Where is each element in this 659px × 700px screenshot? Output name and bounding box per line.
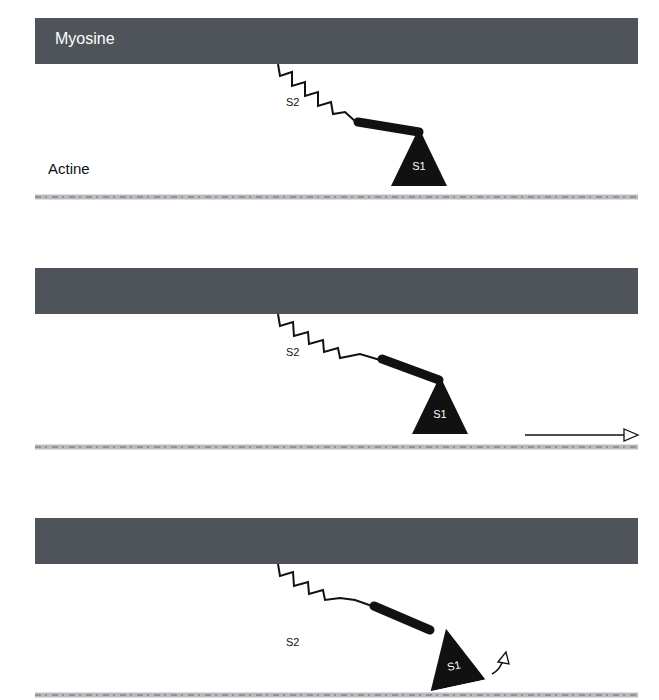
s1-triangle-shape bbox=[419, 623, 486, 691]
subfragment-label: S2 bbox=[286, 636, 299, 648]
lever-arm bbox=[374, 606, 430, 630]
s2-spring bbox=[278, 564, 372, 606]
actin-filament bbox=[35, 197, 638, 198]
actin-filament bbox=[35, 447, 638, 448]
s1-head: S1 bbox=[412, 376, 468, 434]
s1-head: S1 bbox=[419, 623, 486, 691]
subfragment-label: S2 bbox=[286, 96, 299, 108]
s1-head: S1 bbox=[391, 128, 447, 186]
motion-arrow bbox=[525, 429, 638, 441]
filament-name: Actine bbox=[48, 160, 90, 177]
s1-triangle-shape bbox=[391, 128, 447, 186]
subfragment-label: S1 bbox=[412, 408, 468, 420]
myosin-bar: Myosine bbox=[35, 18, 638, 64]
myosin-bar bbox=[35, 268, 638, 314]
s1-triangle bbox=[391, 128, 447, 186]
subfragment-label: S2 bbox=[286, 346, 299, 358]
subfragment-label: S1 bbox=[391, 160, 447, 172]
lever-arm bbox=[358, 122, 419, 132]
lever-arm bbox=[382, 359, 439, 380]
s1-triangle bbox=[419, 623, 486, 691]
myosin-bar bbox=[35, 518, 638, 564]
s1-triangle-shape bbox=[412, 376, 468, 434]
molecule-name: Myosine bbox=[55, 30, 115, 48]
s1-triangle bbox=[412, 376, 468, 434]
rotation-arrow bbox=[492, 652, 509, 674]
s2-spring bbox=[278, 64, 356, 122]
actin-filament bbox=[35, 695, 638, 696]
s2-spring bbox=[278, 314, 380, 360]
